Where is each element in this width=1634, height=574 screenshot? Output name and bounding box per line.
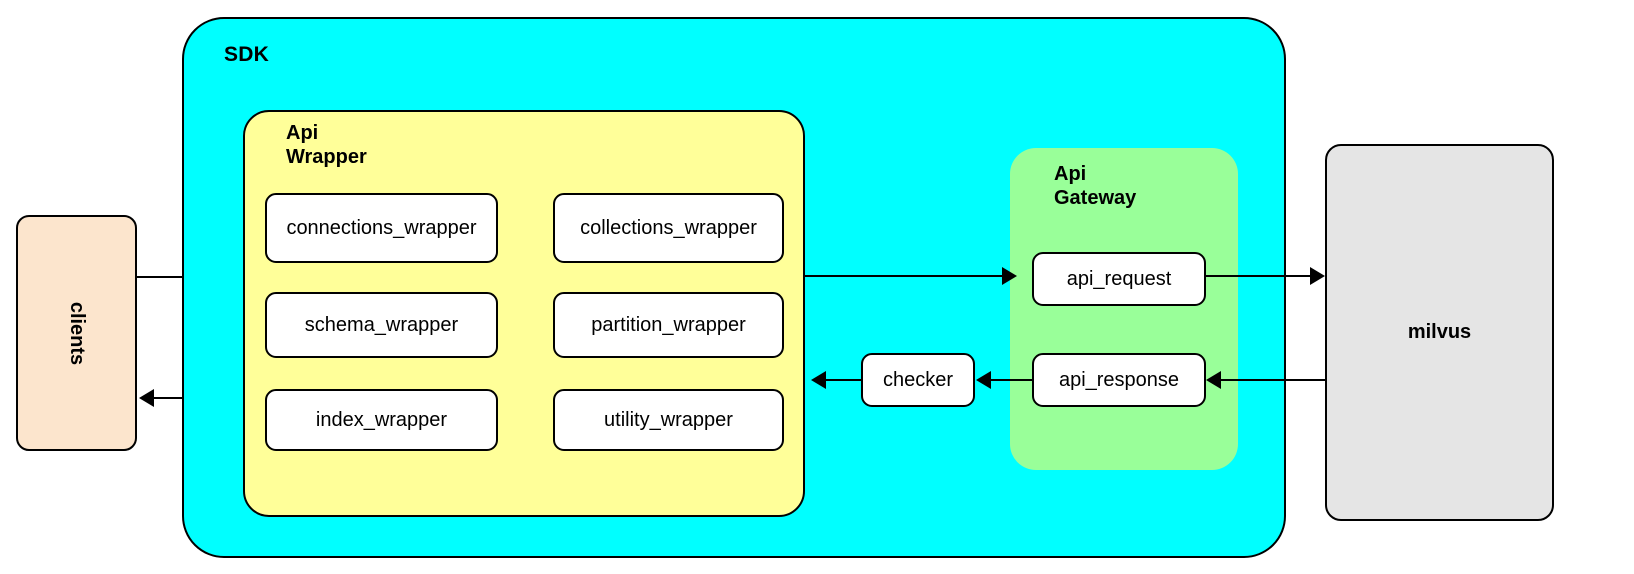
edge-api-request-to-milvus: [1206, 275, 1319, 277]
edge-api-wrapper-to-api-gateway: [803, 275, 1014, 277]
node-utility-wrapper[interactable]: utility_wrapper: [553, 389, 784, 451]
node-checker-label: checker: [882, 368, 954, 391]
node-schema-wrapper-label: schema_wrapper: [304, 313, 459, 336]
node-partition-wrapper[interactable]: partition_wrapper: [553, 292, 784, 358]
container-sdk-label: SDK: [224, 43, 269, 66]
node-milvus-label: milvus: [1407, 321, 1472, 343]
node-collections-wrapper[interactable]: collections_wrapper: [553, 193, 784, 263]
node-index-wrapper[interactable]: index_wrapper: [265, 389, 498, 451]
node-collections-wrapper-label: collections_wrapper: [580, 216, 757, 239]
edge-api-wrapper-to-api-gateway-arrowhead: [1002, 267, 1017, 285]
node-checker[interactable]: checker: [861, 353, 975, 407]
node-clients[interactable]: clients: [16, 215, 137, 451]
node-api-request[interactable]: api_request: [1032, 252, 1206, 306]
node-api-request-label: api_request: [1066, 267, 1172, 290]
container-api-gateway-label: Api Gateway: [1054, 163, 1137, 210]
container-api-gateway: Api Gateway: [1010, 148, 1238, 470]
edge-checker-to-api-wrapper: [826, 379, 861, 381]
node-milvus[interactable]: milvus: [1325, 144, 1554, 521]
edge-checker-to-api-wrapper-arrowhead: [811, 371, 826, 389]
edge-api-response-to-checker-arrowhead: [976, 371, 991, 389]
container-api-wrapper-label: Api Wrapper: [286, 122, 367, 169]
edge-api-wrapper-to-clients-arrowhead: [139, 389, 154, 407]
edge-milvus-to-api-response: [1219, 379, 1359, 381]
edge-api-request-to-milvus-arrowhead: [1310, 267, 1325, 285]
edge-api-response-to-checker: [990, 379, 1032, 381]
node-index-wrapper-label: index_wrapper: [315, 408, 448, 431]
node-utility-wrapper-label: utility_wrapper: [604, 408, 733, 431]
node-api-response-label: api_response: [1058, 368, 1180, 391]
edge-milvus-to-api-response-arrowhead: [1206, 371, 1221, 389]
node-clients-label: clients: [65, 301, 88, 365]
node-partition-wrapper-label: partition_wrapper: [591, 313, 746, 336]
node-schema-wrapper[interactable]: schema_wrapper: [265, 292, 498, 358]
node-connections-wrapper-label: connections_wrapper: [286, 216, 477, 239]
node-connections-wrapper[interactable]: connections_wrapper: [265, 193, 498, 263]
node-api-response[interactable]: api_response: [1032, 353, 1206, 407]
